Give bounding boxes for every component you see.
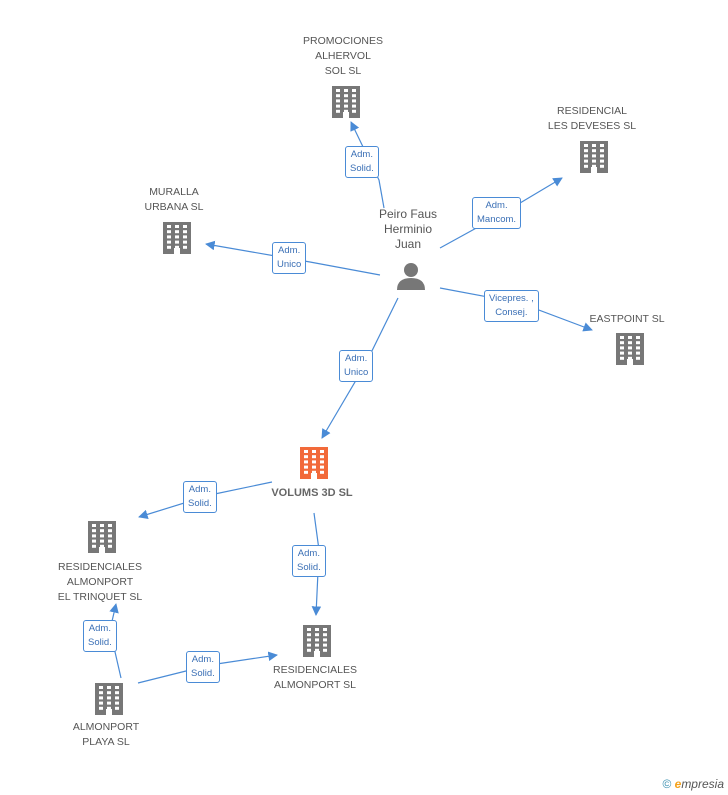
- node-residencial-les-deveses[interactable]: RESIDENCIAL LES DEVESES SL: [547, 105, 637, 132]
- building-icon-volums[interactable]: [300, 447, 328, 479]
- node-muralla-urbana[interactable]: MURALLA URBANA SL: [144, 186, 204, 213]
- edge-label-adm-unico-volums: Adm. Unico: [339, 350, 374, 382]
- building-icon-trinquet[interactable]: [88, 521, 116, 553]
- node-eastpoint[interactable]: EASTPOINT SL: [589, 313, 665, 325]
- node-promociones-alhervol-sol[interactable]: PROMOCIONES ALHERVOL SOL SL: [303, 35, 383, 77]
- building-icon-playa[interactable]: [95, 683, 123, 715]
- node-volums-3d[interactable]: VOLUMS 3D SL: [271, 487, 353, 499]
- brand-logo-e: e: [674, 777, 682, 791]
- edge-label-adm-solid-almonport: Adm. Solid.: [292, 545, 326, 577]
- building-icon-almonport[interactable]: [303, 625, 331, 657]
- node-person-peiro-faus[interactable]: Peiro Faus Herminio Juan: [378, 207, 438, 251]
- edge-person-promociones: [350, 121, 385, 209]
- node-residenciales-almonport[interactable]: RESIDENCIALES ALMONPORT SL: [272, 664, 358, 691]
- copyright-symbol: ©: [662, 777, 672, 791]
- building-icon-muralla[interactable]: [163, 222, 191, 254]
- person-icon-peiro-faus[interactable]: [397, 263, 425, 290]
- brand-name: mpresia: [681, 777, 724, 791]
- footer-brand: © empresia: [662, 777, 724, 791]
- edge-label-vicepres-consej: Vicepres. , Consej.: [484, 290, 539, 322]
- icons: [88, 86, 644, 715]
- edge-label-adm-solid-playa-almonport: Adm. Solid.: [186, 651, 220, 683]
- edge-label-adm-solid-promociones: Adm. Solid.: [345, 146, 379, 178]
- edge-label-adm-mancom: Adm. Mancom.: [472, 197, 522, 229]
- edge-label-adm-solid-trinquet: Adm. Solid.: [183, 481, 217, 513]
- edge-person-muralla: [205, 240, 381, 276]
- edge-label-adm-unico-muralla: Adm. Unico: [272, 242, 307, 274]
- node-residenciales-almonport-el-trinquet[interactable]: RESIDENCIALES ALMONPORT EL TRINQUET SL: [57, 561, 143, 603]
- building-icon-eastpoint[interactable]: [616, 333, 644, 365]
- building-icon-deveses[interactable]: [580, 141, 608, 173]
- node-almonport-playa[interactable]: ALMONPORT PLAYA SL: [72, 721, 140, 748]
- edge-label-adm-solid-playa-trinquet: Adm. Solid.: [83, 620, 117, 652]
- building-icon-promociones[interactable]: [332, 86, 360, 118]
